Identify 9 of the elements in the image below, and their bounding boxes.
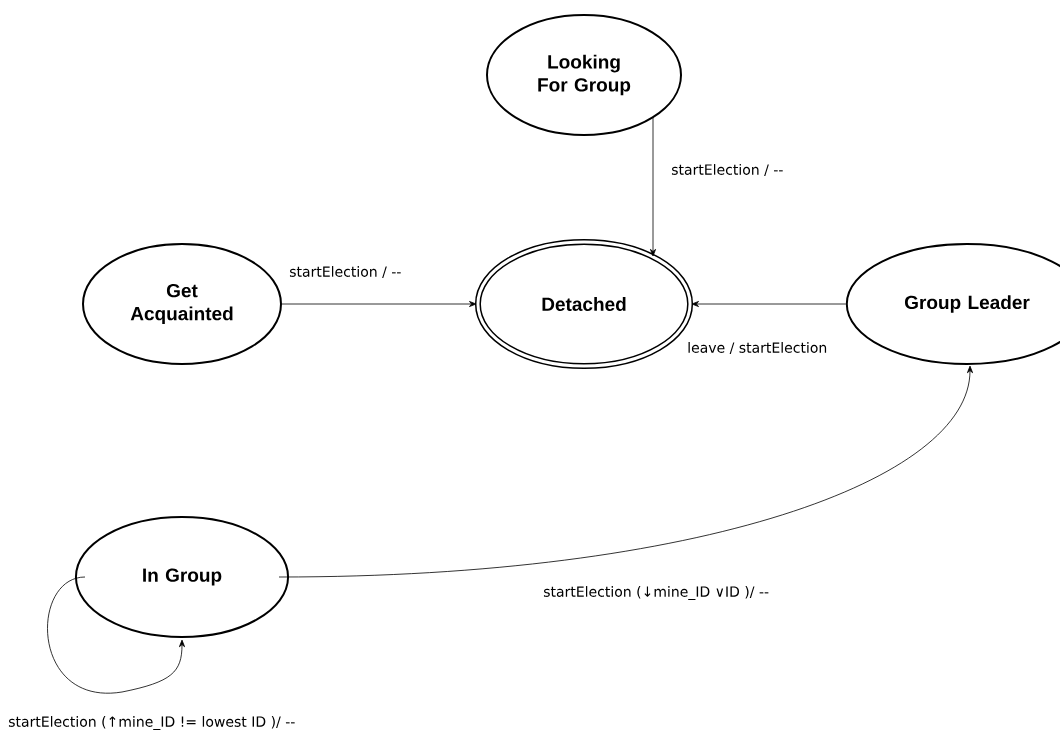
edge-label: startElection (↓mine_ID ∨ID )/ -- bbox=[542, 585, 771, 601]
transition-arrow bbox=[278, 365, 973, 578]
self-loop-arrow bbox=[47, 576, 185, 694]
transition-arrow bbox=[650, 116, 656, 257]
edge-label: startElection (↑mine_ID != lowest ID )/ -- bbox=[7, 715, 297, 731]
edge-label: startElection / -- bbox=[288, 265, 403, 279]
transition-arrow bbox=[691, 301, 847, 307]
transition-arrow bbox=[281, 301, 477, 307]
edge-label: startElection / -- bbox=[670, 163, 785, 177]
